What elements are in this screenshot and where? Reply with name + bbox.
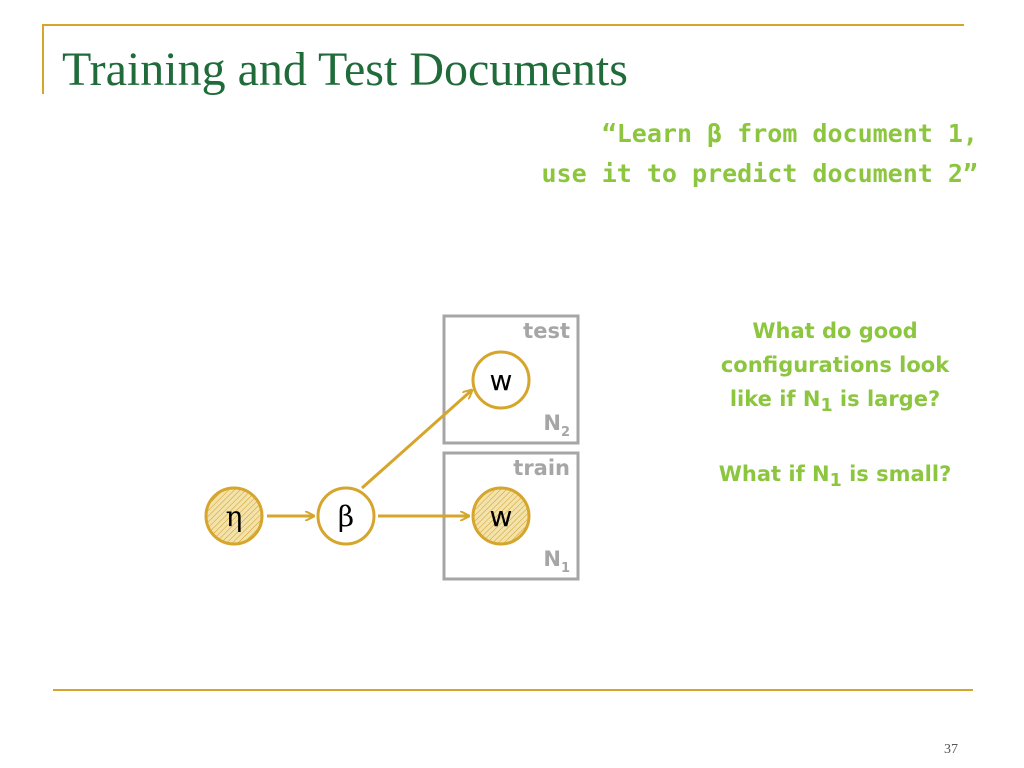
question-2-suffix: is small? [841, 462, 952, 487]
test-plate-count-sub: 2 [561, 425, 570, 440]
slide-title: Training and Test Documents [62, 43, 628, 96]
question-2-sub: 1 [829, 471, 842, 492]
node-beta-circle [316, 486, 376, 546]
node-w-train-circle [471, 486, 531, 546]
quote-text: “Learn β from document 1, use it to pred… [542, 114, 979, 194]
test-plate: test N2 [442, 314, 580, 445]
train-plate-label: train [513, 456, 570, 480]
question-1-line-1: What do good [752, 319, 918, 343]
question-1-line-3: like if N1 is large? [680, 382, 990, 423]
train-plate-count-sub: 1 [561, 561, 570, 576]
footer-rule [53, 689, 973, 691]
header-left-rule [42, 24, 44, 94]
side-questions: What do good configurations look like if… [680, 314, 990, 498]
node-eta: η [204, 486, 264, 546]
train-plate-count: N1 [543, 547, 570, 576]
question-2: What if N1 is small? [680, 457, 990, 498]
node-w-test-circle [471, 350, 531, 410]
node-beta: β [316, 486, 376, 546]
question-1-suffix: is large? [832, 387, 941, 411]
node-w-train-label: w [490, 500, 513, 533]
node-w-train: w [471, 486, 531, 546]
test-plate-label: test [523, 319, 570, 343]
node-w-test: w [471, 350, 531, 410]
question-1-sub: 1 [820, 396, 833, 417]
node-w-test-label: w [490, 364, 513, 397]
page-number: 37 [944, 742, 958, 757]
node-eta-circle [204, 486, 264, 546]
quote-line-1: “Learn β from document 1, [601, 119, 978, 148]
test-plate-count-var: N [543, 411, 561, 435]
test-plate-box [442, 314, 580, 445]
header-rule [42, 24, 964, 26]
node-beta-label: β [338, 500, 354, 533]
edge-beta-to-w-test [361, 390, 472, 490]
question-1-line-2: configurations look [720, 353, 950, 377]
train-plate-count-var: N [543, 547, 561, 571]
node-eta-label: η [226, 500, 243, 533]
question-gap [680, 423, 990, 457]
question-2-prefix: What if N [718, 462, 830, 487]
question-1-prefix: like if N [729, 387, 821, 411]
test-plate-count: N2 [543, 411, 570, 440]
quote-line-2: use it to predict document 2” [541, 159, 979, 188]
